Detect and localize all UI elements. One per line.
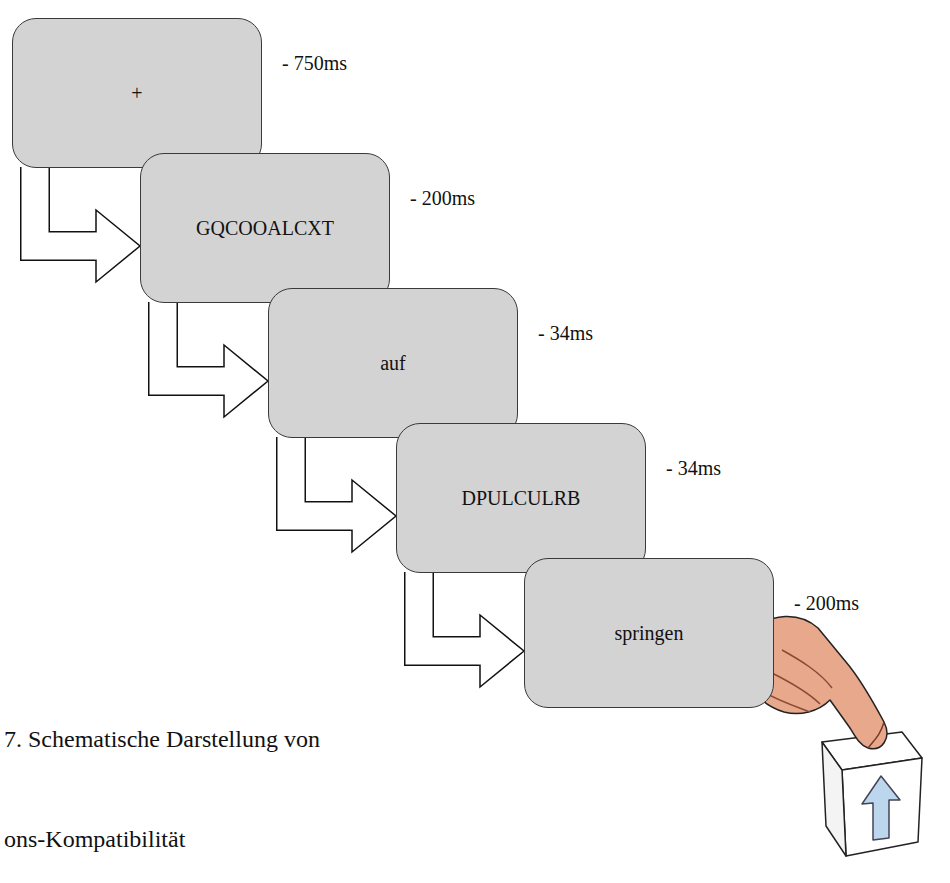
- key-front: [842, 758, 922, 856]
- fingernail: [868, 722, 884, 748]
- key-press-icon: [752, 616, 922, 856]
- arrow-joint: [351, 503, 354, 530]
- duration-label: - 34ms: [666, 457, 721, 480]
- arrow-head: [480, 615, 524, 687]
- arrow-head: [352, 480, 396, 552]
- hollow-arrow: [291, 437, 396, 552]
- stimulus-screen: DPULCULRB: [396, 423, 646, 573]
- stimulus-screen: GQCOOALCXT: [140, 153, 390, 303]
- arrow-fill: [163, 302, 224, 381]
- screen-text: springen: [615, 622, 684, 645]
- duration-label: - 750ms: [282, 52, 347, 75]
- duration-label: - 200ms: [794, 592, 859, 615]
- screen-text: +: [131, 82, 142, 105]
- arrow-joint: [479, 638, 482, 665]
- arrow-joint: [223, 368, 226, 395]
- up-arrow: [862, 776, 900, 840]
- hollow-arrow: [163, 302, 268, 417]
- stimulus-screen: +: [12, 18, 262, 168]
- stimulus-screen: springen: [524, 558, 774, 708]
- hollow-arrow: [35, 167, 140, 282]
- arrow-fill: [35, 167, 96, 246]
- duration-label: - 34ms: [538, 322, 593, 345]
- hollow-arrow: [419, 572, 524, 687]
- screen-text: auf: [380, 352, 406, 375]
- arrow-joint: [95, 233, 98, 260]
- screen-text: DPULCULRB: [462, 487, 581, 510]
- arrow-outline: [163, 302, 224, 381]
- duration-label: - 200ms: [410, 187, 475, 210]
- arrow-head: [96, 210, 140, 282]
- arrow-outline: [419, 572, 480, 651]
- caption-text: ons-Kompatibilität: [4, 826, 185, 853]
- stimulus-screen: auf: [268, 288, 518, 438]
- arrow-outline: [35, 167, 96, 246]
- screen-text: GQCOOALCXT: [196, 217, 334, 240]
- arrow-fill: [419, 572, 480, 651]
- arrow-fill: [291, 437, 352, 516]
- arrow-head: [224, 345, 268, 417]
- key-side: [822, 742, 846, 856]
- arrow-outline: [291, 437, 352, 516]
- caption-text: 7. Schematische Darstellung von: [4, 726, 320, 753]
